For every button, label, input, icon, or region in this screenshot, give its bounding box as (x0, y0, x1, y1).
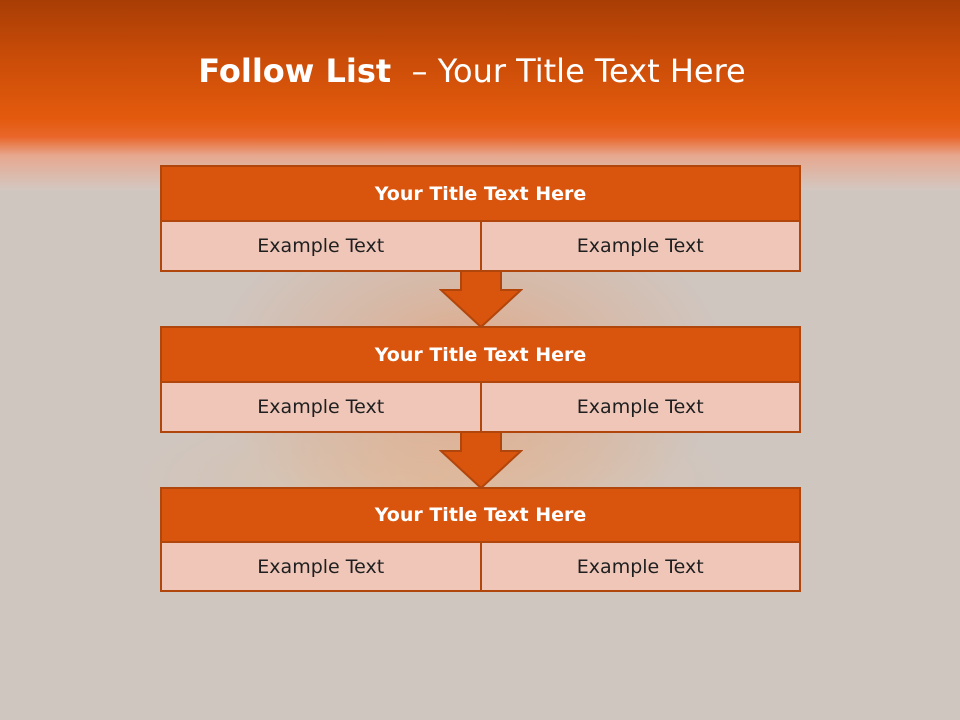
step-row-1: Example Text Example Text (160, 222, 801, 272)
step-title-2: Your Title Text Here (160, 326, 801, 383)
down-arrow-icon (439, 270, 523, 328)
down-arrow-icon (439, 431, 523, 489)
step-block-2: Your Title Text Here Example Text Exampl… (160, 326, 801, 433)
step-3-left-cell: Example Text (162, 543, 480, 590)
step-block-3: Your Title Text Here Example Text Exampl… (160, 487, 801, 592)
header-band (0, 0, 960, 190)
page-title: Follow List – Your Title Text Here (0, 52, 944, 90)
step-1-left-cell: Example Text (162, 222, 480, 270)
step-block-1: Your Title Text Here Example Text Exampl… (160, 165, 801, 272)
step-2-left-cell: Example Text (162, 383, 480, 431)
step-title-1: Your Title Text Here (160, 165, 801, 222)
step-row-2: Example Text Example Text (160, 383, 801, 433)
step-row-3: Example Text Example Text (160, 543, 801, 592)
page-title-bold: Follow List (198, 52, 392, 90)
step-3-right-cell: Example Text (479, 543, 799, 590)
page-title-rest: – Your Title Text Here (391, 52, 746, 90)
step-1-right-cell: Example Text (479, 222, 799, 270)
step-title-3: Your Title Text Here (160, 487, 801, 543)
step-2-right-cell: Example Text (479, 383, 799, 431)
